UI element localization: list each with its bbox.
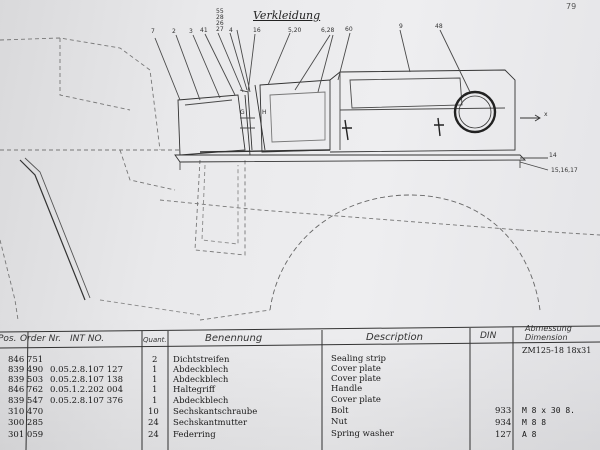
dimension: ZM125-18 18x31 <box>522 346 592 355</box>
col-header-pos: Pos. <box>0 334 17 344</box>
int-no: 0.05.2.8.107 138 <box>50 375 123 385</box>
int-no: 0.05.1.2.202 004 <box>50 385 123 395</box>
page-number: 79 <box>566 2 577 11</box>
dimension: M 8 8 <box>522 418 547 427</box>
col-header-dimension-en: Dimension <box>525 333 568 342</box>
callout-4: 4 <box>229 27 233 34</box>
description: Handle <box>331 384 363 394</box>
quantity: 24 <box>148 418 159 428</box>
col-header-dimension-de: Abmessung <box>525 324 572 333</box>
callout-26: 26 <box>216 20 224 27</box>
callout-2: 2 <box>172 28 176 35</box>
callout-41: 41 <box>200 27 208 34</box>
din-number: 127 <box>495 430 512 440</box>
callout-5-20: 5,20 <box>288 27 302 34</box>
order-nr: 839 490 <box>8 365 44 375</box>
din-number: 934 <box>495 418 512 428</box>
description: Spring washer <box>331 429 394 439</box>
description: Nut <box>331 417 348 427</box>
benennung: Abdeckblech <box>173 396 229 406</box>
col-header-benennung: Benennung <box>205 333 263 344</box>
int-no: 0.05.2.8.107 376 <box>50 396 123 406</box>
callout-28: 28 <box>216 14 224 21</box>
benennung: Haltegriff <box>173 385 215 395</box>
description: Cover plate <box>331 374 381 384</box>
benennung: Sechskantschraube <box>173 407 258 417</box>
order-nr: 839 503 <box>8 375 44 385</box>
callout-15-16-17: 15,16,17 <box>551 167 578 174</box>
benennung: Sechskantmutter <box>173 418 248 428</box>
callout-9: 9 <box>399 23 403 30</box>
quantity: 1 <box>152 385 158 395</box>
quantity: 2 <box>152 355 158 365</box>
technical-drawing <box>0 29 600 321</box>
order-nr: 301 059 <box>8 430 44 440</box>
description: Sealing strip <box>331 354 386 364</box>
callout-48: 48 <box>435 23 443 30</box>
col-header-int: INT NO. <box>70 334 105 344</box>
col-header-din: DIN <box>480 331 497 341</box>
quantity: 1 <box>152 365 158 375</box>
dimension: M 8 x 30 8. <box>522 406 575 415</box>
order-nr: 846 751 <box>8 355 44 365</box>
drawing-title: Verkleidung <box>253 9 321 22</box>
callout-27: 27 <box>216 26 224 33</box>
callout-7: 7 <box>151 28 155 35</box>
callout-55: 55 <box>216 8 224 15</box>
callout-16: 16 <box>253 27 261 34</box>
order-nr: 839 547 <box>8 396 44 406</box>
callout-x: x <box>544 111 548 118</box>
callout-14: 14 <box>549 152 557 159</box>
col-header-order: Order Nr. <box>20 334 62 344</box>
quantity: 1 <box>152 396 158 406</box>
benennung: Abdeckblech <box>173 365 229 375</box>
benennung: Dichtstreifen <box>173 355 230 365</box>
col-header-description: Description <box>366 332 423 343</box>
int-no: 0.05.2.8.107 127 <box>50 365 123 375</box>
din-number: 933 <box>495 406 512 416</box>
quantity: 10 <box>148 407 159 417</box>
benennung: Abdeckblech <box>173 375 229 385</box>
quantity: 24 <box>148 430 159 440</box>
callout-H: H <box>262 109 267 116</box>
order-nr: 310 470 <box>8 407 44 417</box>
callout-G: G <box>240 109 245 116</box>
order-nr: 846 762 <box>8 385 44 395</box>
description: Cover plate <box>331 364 381 374</box>
callout-60: 60 <box>345 26 353 33</box>
dimension: A 8 <box>522 430 537 439</box>
benennung: Federring <box>173 430 216 440</box>
col-header-quant: Quant. <box>143 336 167 344</box>
callout-3: 3 <box>189 28 193 35</box>
description: Bolt <box>331 406 349 416</box>
quantity: 1 <box>152 375 158 385</box>
description: Cover plate <box>331 395 381 405</box>
callout-6-28: 6,28 <box>321 27 335 34</box>
order-nr: 300 285 <box>8 418 44 428</box>
